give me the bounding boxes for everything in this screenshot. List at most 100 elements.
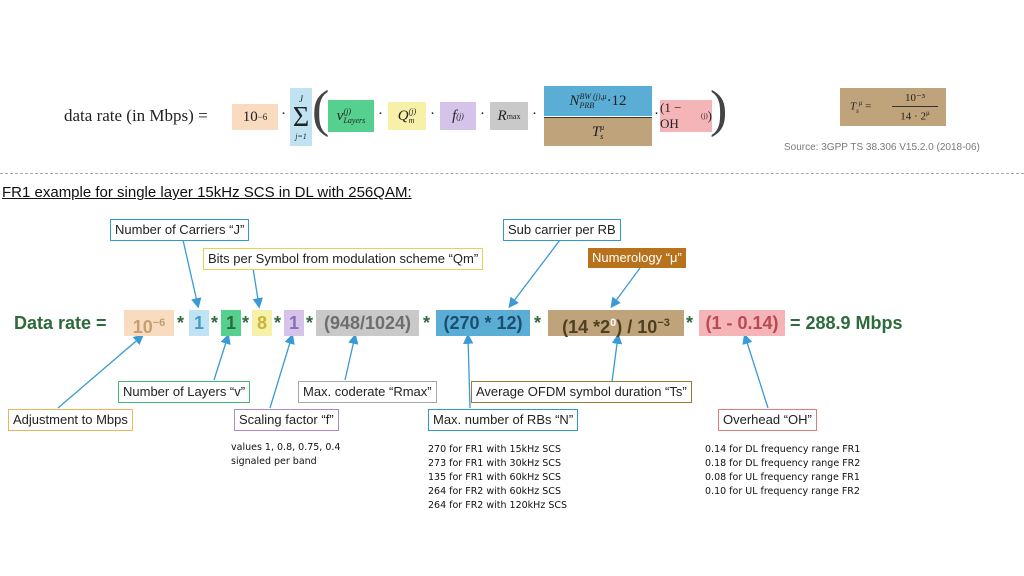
ts-definition: Tsμ = 10⁻³ 14 · 2μ — [840, 88, 946, 126]
note-line: 264 for FR2 with 60kHz SCS — [428, 486, 561, 497]
ts-sup: μ — [600, 123, 605, 132]
sum-top: J — [299, 93, 303, 104]
arrow-coderate — [344, 333, 359, 381]
note-line: 0.14 for DL frequency range FR1 — [705, 444, 861, 455]
qm-sub: m — [408, 116, 415, 125]
arrow-numerology — [610, 267, 641, 309]
token-carriers: 1 — [189, 310, 209, 336]
arrow-rbs — [463, 333, 474, 409]
star: * — [686, 313, 694, 333]
label-coderate: Max. coderate “Rmax” — [298, 381, 437, 403]
arrow-adjust — [57, 334, 144, 409]
ts-def-den: 14 · 2 — [900, 110, 926, 123]
formula-lhs: data rate (in Mbps) = — [64, 106, 208, 125]
star: * — [177, 313, 185, 333]
token-ts: (14 *20) / 10−3 — [548, 310, 684, 337]
formula-f: f(j) — [440, 102, 476, 130]
formula-factor-exp: −6 — [257, 112, 268, 122]
formula-dot: · — [281, 106, 286, 122]
oh-sup: (j) — [701, 112, 708, 120]
token-n: (270 * 12) — [436, 310, 530, 336]
formula-v: v(j)Layers — [328, 100, 374, 132]
ts-def-den-sup: μ — [925, 109, 930, 117]
note-line: signaled per band — [231, 456, 317, 467]
label-rbs: Max. number of RBs “N” — [428, 409, 579, 431]
sum-bottom: j=1 — [295, 131, 307, 141]
note-line: 0.08 for UL frequency range FR1 — [705, 472, 860, 483]
fraction-bar — [544, 117, 652, 118]
formula-adjustment: 10−6 — [232, 104, 278, 130]
ts-exp2: −3 — [657, 317, 670, 329]
ts-def-lhs: T — [850, 100, 857, 113]
formula-dot: · — [378, 106, 383, 122]
label-scaling: Scaling factor “f” — [234, 409, 339, 431]
label-carriers: Number of Carriers “J” — [110, 219, 250, 241]
star: * — [306, 313, 314, 333]
label-subcarrier: Sub carrier per RB — [503, 219, 621, 241]
n-sub: PRB — [579, 101, 595, 110]
oh-text: (1 − OH — [660, 100, 682, 131]
rmax-sub: max — [506, 111, 521, 121]
note-line: 270 for FR1 with 15kHz SCS — [428, 444, 561, 455]
note-line: 264 for FR2 with 120kHz SCS — [428, 500, 568, 511]
adj-base: 10 — [132, 317, 153, 337]
token-qm: 8 — [252, 310, 272, 336]
note-overhead: 0.14 for DL frequency range FR1 0.18 for… — [705, 443, 860, 499]
equation-result: = 288.9 Mbps — [790, 313, 903, 333]
ts-exp: 0 — [610, 317, 617, 329]
ts-close: ) / 10 — [616, 317, 658, 337]
arrow-bits — [252, 267, 263, 309]
ts-sub: s — [600, 132, 604, 141]
dashed-divider — [0, 173, 1024, 174]
v-sup: (j) — [343, 107, 351, 116]
f-symbol: f — [452, 107, 457, 124]
label-overhead: Overhead “OH” — [718, 409, 817, 431]
note-line: 135 for FR1 with 60kHz SCS — [428, 472, 561, 483]
star: * — [274, 313, 282, 333]
ts-symbol: T — [591, 123, 601, 140]
formula-dot: · — [480, 106, 485, 122]
token-adjustment: 10−6 — [124, 310, 174, 337]
source-citation: Source: 3GPP TS 38.306 V15.2.0 (2018-06) — [784, 142, 980, 153]
ts-open: (14 *2 — [562, 317, 611, 337]
star: * — [423, 313, 431, 333]
label-ofdm: Average OFDM symbol duration “Ts” — [471, 381, 692, 403]
arrow-subcarrier — [508, 239, 561, 309]
v-symbol: v — [336, 107, 344, 124]
note-scaling: values 1, 0.8, 0.75, 0.4 signaled per ba… — [231, 441, 340, 469]
label-bits: Bits per Symbol from modulation scheme “… — [203, 248, 484, 270]
f-sup: (j) — [456, 111, 464, 121]
formula-factor: 10 — [242, 108, 258, 125]
label-adjust: Adjustment to Mbps — [8, 409, 133, 431]
adj-exp: −6 — [152, 317, 166, 329]
formula-dot: · — [654, 106, 659, 122]
note-line: values 1, 0.8, 0.75, 0.4 — [231, 442, 341, 453]
n-sup: BW (j),μ — [579, 92, 607, 101]
ts-def-num: 10⁻³ — [904, 92, 926, 104]
rmax-symbol: R — [497, 107, 507, 124]
qm-sup: (j) — [408, 107, 417, 116]
note-line: 0.10 for UL frequency range FR2 — [705, 486, 860, 497]
ts-def-bar — [892, 106, 938, 107]
formula-sum: J Σ j=1 — [290, 88, 312, 146]
ts-def-sub: s — [856, 106, 859, 115]
token-layers: 1 — [221, 310, 241, 336]
token-oh: (1 - 0.14) — [699, 310, 785, 336]
arrow-scaling — [269, 333, 295, 409]
note-line: 0.18 for DL frequency range FR2 — [705, 458, 861, 469]
formula-dot: · — [430, 106, 435, 122]
n-twelve: ·12 — [606, 92, 627, 109]
formula-qm: Q(j)m — [388, 102, 426, 130]
general-formula: data rate (in Mbps) = 10−6 · J Σ j=1 ( v… — [60, 81, 727, 148]
ts-def-sup: μ — [858, 99, 863, 107]
note-rbs: 270 for FR1 with 15kHz SCS 273 for FR1 w… — [428, 443, 567, 513]
star: * — [534, 313, 542, 333]
arrow-layers — [213, 333, 231, 381]
v-sub: Layers — [343, 116, 366, 125]
label-layers: Number of Layers “v” — [118, 381, 251, 403]
n-symbol: N — [569, 92, 580, 109]
equation-lhs: Data rate = — [14, 313, 107, 333]
